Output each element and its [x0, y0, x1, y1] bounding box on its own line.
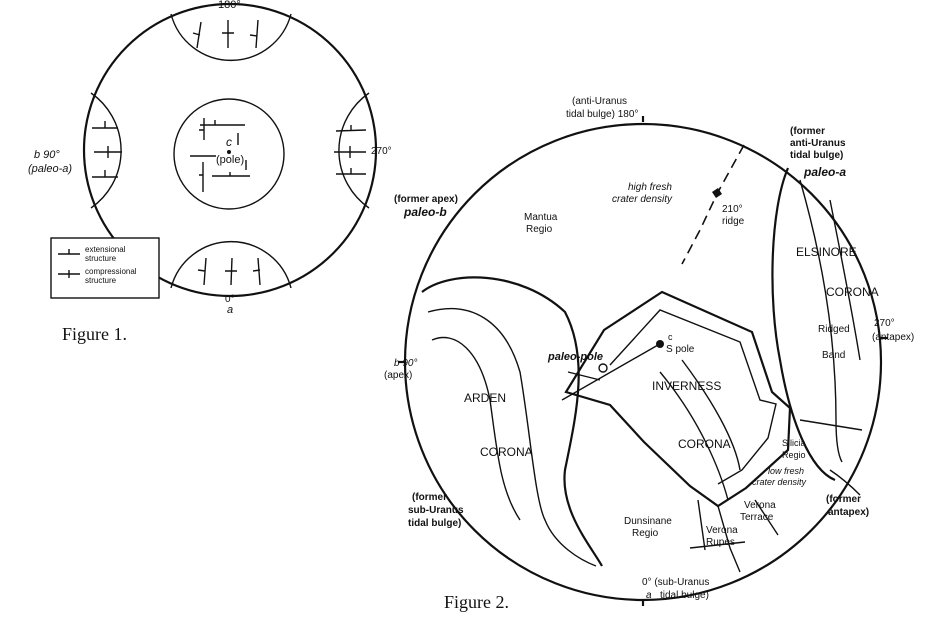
elsinore-band-line: [799, 179, 843, 463]
fig2-corona-center: CORONA: [678, 437, 731, 451]
fig2-corona-right: CORONA: [826, 285, 879, 299]
fig2-corona-left: CORONA: [480, 445, 533, 459]
fig2-dunsinane-1: Dunsinane: [624, 516, 672, 527]
arden-inner-line-1: [427, 307, 597, 567]
fig2-ridge-1: 210°: [722, 204, 743, 215]
compressional-symbol: [58, 270, 80, 278]
ridge-210-line: [681, 144, 745, 265]
figure1-pole-dot: [227, 150, 231, 154]
fig2-paleo-b: paleo-b: [403, 205, 447, 219]
fig2-paleo-a: paleo-a: [803, 165, 846, 179]
verona-rupes-line: [717, 505, 741, 573]
south-pole-dot: [656, 340, 664, 348]
fig2-mantua-1: Mantua: [524, 212, 558, 223]
fig2-bottom-a: a: [646, 590, 652, 601]
ridge-210-marker: [712, 188, 722, 198]
paleo-pole-pointer: [567, 371, 601, 381]
fig2-dunsinane-2: Regio: [632, 528, 659, 539]
inverness-line-4: [681, 359, 741, 471]
inverness-boundary: [564, 290, 792, 508]
paleo-pole-line: [561, 344, 659, 401]
figure1-outer-circle: [82, 2, 378, 298]
fig2-antapex: (antapex): [872, 332, 914, 343]
fig2-inverness: INVERNESS: [652, 379, 721, 393]
inverness-inner-line: [609, 309, 777, 485]
fig2-top-label-1: (anti-Uranus: [572, 96, 627, 107]
figure2-diagram: [398, 116, 888, 606]
arden-inner-line-2: [431, 336, 521, 521]
paleo-pole-circle: [598, 363, 608, 373]
fig2-apex: (apex): [384, 370, 412, 381]
fig2-former-anti-2: anti-Uranus: [790, 138, 846, 149]
fig2-c-label: c: [668, 332, 673, 342]
figure1-label-left: b 90°: [34, 149, 60, 161]
fig2-paleo-pole: paleo-pole: [547, 351, 603, 363]
verona-crossline: [689, 541, 746, 549]
fig2-ridge-2: ridge: [722, 216, 745, 227]
figure2-rim-ticks: [398, 116, 888, 606]
fig2-former-sub-2: sub-Uranus: [408, 505, 464, 516]
silicia-line: [799, 419, 863, 431]
figure1-bottom-cap: [170, 241, 292, 289]
figure1-label-right: 270°: [371, 146, 392, 157]
figure1-center-c: c: [226, 135, 232, 149]
fig2-270: 270°: [874, 318, 895, 329]
fig2-bottom-rest: tidal bulge): [660, 590, 709, 601]
fig2-verona-rupes-1: Verona: [706, 525, 738, 536]
fig2-verona-terrace-1: Verona: [744, 500, 776, 511]
fig2-high-fresh-2: crater density: [612, 194, 673, 205]
figure2-labels: (anti-Uranus tidal bulge) 180° (former a…: [384, 96, 914, 601]
fig2-verona-rupes-2: Rupes: [706, 537, 735, 548]
legend-compressional-2: structure: [85, 276, 117, 285]
figure1-caption: Figure 1.: [62, 324, 127, 344]
fig2-bottom-label: 0° (sub-Uranus: [642, 577, 709, 588]
figure1-label-left-sub: (paleo-a): [28, 163, 72, 175]
fig2-former-antapex-1: (former: [826, 494, 861, 505]
elsinore-inner-boundary: [771, 167, 836, 482]
fig2-top-label-2: tidal bulge) 180°: [566, 109, 638, 120]
figure1-label-top: 180°: [218, 0, 241, 11]
figure1-center-circle: [173, 98, 285, 210]
fig2-former-apex: (former apex): [394, 194, 458, 205]
elsinore-band-line-2: [829, 199, 861, 361]
verona-line-2: [697, 499, 706, 551]
fig2-ridged-1: Ridged: [818, 324, 850, 335]
figure1-left-cap: [90, 92, 122, 209]
extensional-symbol: [58, 249, 80, 255]
legend-extensional-1: extensional: [85, 245, 126, 254]
fig2-b90: b 90°: [394, 358, 417, 369]
fig2-former-anti-3: tidal bulge): [790, 150, 843, 161]
fig2-elsinore: ELSINORE: [796, 245, 857, 259]
figure2-caption: Figure 2.: [444, 592, 509, 612]
fig2-low-fresh-2: crater density: [752, 477, 807, 487]
figure1-right-cap: [338, 92, 370, 209]
figure1-structure-symbols: [92, 19, 367, 286]
figure1-top-cap: [170, 13, 292, 61]
figure1-legend: extensional structure compressional stru…: [50, 237, 160, 299]
legend-compressional-1: compressional: [85, 267, 137, 276]
figure1-label-bottom-deg: 0°: [225, 294, 235, 305]
fig2-former-anti-1: (former: [790, 126, 825, 137]
verona-terrace-line: [754, 499, 779, 536]
fig2-silicia-2: Regio: [782, 450, 806, 460]
figure1-diagram: 180° 270° b 90° (paleo-a) 0° a c (pole): [28, 0, 392, 316]
legend-extensional-2: structure: [85, 254, 117, 263]
silicia-line-2: [829, 469, 861, 496]
figure1-label-bottom-axis: a: [227, 304, 233, 316]
fig2-silicia-1: Silicia: [782, 438, 806, 448]
fig2-low-fresh-1: low fresh: [768, 466, 804, 476]
arden-outer-boundary: [421, 276, 603, 567]
fig2-high-fresh-1: high fresh: [628, 182, 672, 193]
fig2-former-sub-1: (former: [412, 492, 447, 503]
figure1-center-pole: (pole): [216, 154, 244, 166]
inverness-line-3: [659, 371, 729, 501]
fig2-former-sub-3: tidal bulge): [408, 518, 461, 529]
fig2-arden: ARDEN: [464, 391, 506, 405]
fig2-former-antapex-2: antapex): [828, 507, 869, 518]
fig2-verona-terrace-2: Terrace: [740, 512, 774, 523]
fig2-s-pole: S pole: [666, 344, 695, 355]
fig2-mantua-2: Regio: [526, 224, 553, 235]
fig2-ridged-2: Band: [822, 350, 845, 361]
